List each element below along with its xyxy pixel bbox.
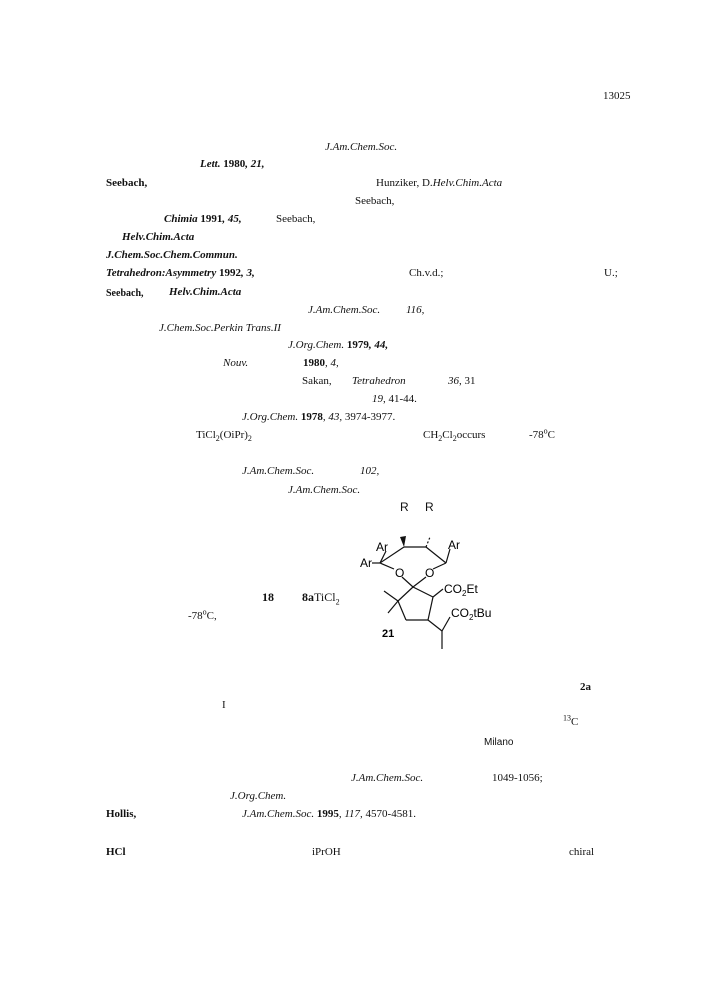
ester-group-label: CO2Et (444, 582, 478, 598)
temperature: -78oC, (188, 607, 217, 622)
reagent-label: iPrOH (312, 846, 341, 858)
wedge-bond (400, 536, 406, 547)
bond (401, 576, 414, 588)
oxygen-label: O (395, 566, 404, 580)
journal-ref: J.Am.Chem.Soc. (288, 484, 361, 496)
citation: 1980, 4, (303, 357, 339, 369)
volume: 102, (360, 465, 380, 477)
citation: Chimia 1991, 45, (164, 213, 242, 225)
compound-ref: 2a (580, 681, 591, 693)
bond (412, 586, 434, 598)
bond (383, 590, 399, 602)
oxygen-label: O (425, 566, 434, 580)
journal-ref: Helv.Chim.Acta (122, 231, 195, 243)
author-name: Sakan, (302, 375, 332, 387)
journal-ref: Tetrahedron (352, 375, 406, 387)
citation: 36, 31 (448, 375, 476, 387)
bond (441, 616, 451, 632)
journal-ref: J.Am.Chem.Soc. (308, 304, 381, 316)
aryl-label: Ar (360, 556, 372, 570)
bond (397, 586, 414, 602)
bond (379, 550, 387, 564)
stereo-descriptor: R (400, 500, 409, 514)
nmr-label: 13C (563, 713, 579, 728)
bond (379, 546, 405, 564)
compound-number: 21 (382, 628, 394, 640)
bond (427, 619, 443, 632)
citation: J.Am.Chem.Soc. 1995, 117, 4570-4581. (242, 808, 416, 820)
bond (445, 548, 451, 564)
citation: 19, 41-44. (372, 393, 417, 405)
journal-ref: J.Chem.Soc.Perkin Trans.II (159, 322, 281, 334)
hash-bond (425, 536, 431, 548)
bond (379, 562, 395, 570)
bond (397, 600, 407, 621)
author-name: Seebach, (276, 213, 316, 225)
place-name: Milano (484, 737, 514, 748)
author-name: U.; (604, 267, 618, 279)
bond (412, 576, 427, 588)
page-number: 13025 (603, 90, 631, 102)
stereo-descriptor: R (425, 500, 434, 514)
reagent-label: HCl (106, 846, 126, 858)
compound-ref: 18 (262, 590, 274, 604)
reagent-formula: TiCl2(OiPr)2 (196, 429, 252, 444)
journal-ref: Helv.Chim.Acta (169, 286, 242, 298)
aryl-label: Ar (376, 540, 388, 554)
temperature: -78oC (529, 426, 556, 441)
ester-group-label: CO2tBu (451, 606, 491, 622)
pages: 1049-1056; (492, 772, 543, 784)
author-name: Hollis, (106, 808, 137, 820)
chemical-structure-21: Ar Ar Ar O O CO2Et CO2tBu 21 (360, 536, 491, 649)
volume: 116, (406, 304, 425, 316)
journal-ref: J.Am.Chem.Soc. (351, 772, 424, 784)
compound-ref: 8aTiCl2 (302, 590, 340, 607)
bond (432, 588, 444, 598)
footnote-mark: I (222, 699, 226, 711)
aryl-label: Ar (448, 538, 460, 552)
author-name: Seebach, (355, 195, 395, 207)
citation: Tetrahedron:Asymmetry 1992, 3, (106, 267, 255, 279)
journal-ref: J.Org.Chem. (230, 790, 287, 802)
solvent-formula: CH2Cl2occurs (423, 429, 486, 444)
text-word: chiral (569, 846, 595, 858)
journal-ref: J.Am.Chem.Soc. (325, 141, 398, 153)
author-name: Seebach, (106, 177, 148, 189)
citation: Hunziker, D.Helv.Chim.Acta (376, 177, 503, 189)
journal-ref: J.Am.Chem.Soc. (242, 465, 315, 477)
citation: J.Org.Chem. 1979, 44, (288, 339, 389, 351)
bond (432, 562, 447, 570)
journal-ref: Nouv. (223, 357, 249, 369)
journal-ref: J.Chem.Soc.Chem.Commun. (106, 249, 238, 261)
author-name: Seebach, (106, 288, 144, 299)
bond (425, 546, 447, 564)
author-name: Ch.v.d.; (409, 267, 444, 279)
bond (387, 600, 399, 614)
bond (427, 596, 434, 621)
citation: J.Org.Chem. 1978, 43, 3974-3977. (242, 411, 396, 423)
citation: Lett. 1980, 21, (200, 158, 265, 170)
